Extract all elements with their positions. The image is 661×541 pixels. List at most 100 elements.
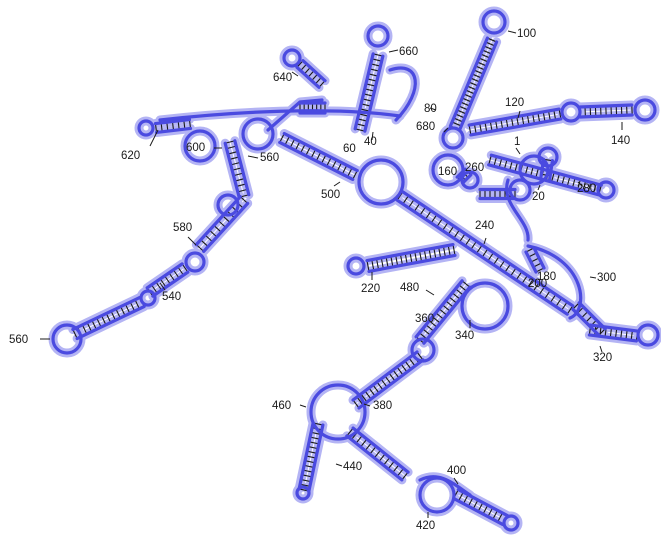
helix-280-pair [592,183,597,194]
label-600: 600 [186,142,205,154]
helix-180-pair [447,225,455,235]
helix-440-pair [306,450,318,454]
helix-180-pair [527,278,534,288]
helix-400-strand-b [351,426,410,474]
helix-500-pair [289,138,296,148]
helix-380-pair [368,387,376,397]
helix-580b-pair [151,284,158,294]
helix-120-pair [495,120,498,131]
helix-580-pair [213,225,222,233]
tick-480 [425,289,435,296]
label-60: 60 [343,143,356,155]
helix-100-pair [470,77,481,83]
helix-560-pair [81,324,88,335]
helix-580-pair [217,220,227,228]
helix-600-pair [232,167,242,171]
helix-560-pair [129,301,136,312]
helix-220-pair [366,260,370,272]
label-300: 300 [597,272,616,284]
helix-440-pair [305,455,317,459]
helix-580-pair [195,244,205,252]
tick-500 [333,181,341,187]
helix-660-strand-b [353,52,375,131]
helix-220-pair [371,259,375,271]
tick-120 [517,110,521,119]
helix-560-pair [105,313,112,323]
helix-400-pair [392,464,400,473]
helix-180b-strand-b [524,250,538,274]
label-240: 240 [475,220,494,232]
helix-580b-pair [181,263,189,273]
helix-660-strand-a [363,54,385,133]
helix-100-pair [468,81,479,87]
helix-500-strand-a [278,140,355,182]
helix-580b-pair [159,278,167,288]
helix-120-pair [526,114,530,125]
helix-580b-strand-b [151,270,190,298]
label-400: 400 [447,465,466,477]
helix-480-pair [442,304,451,312]
helix-100-pair [473,69,484,75]
tick-660 [388,49,399,53]
loop-460 [309,383,367,441]
helix-220-pair [442,246,446,258]
helix-420-pair [458,491,464,502]
label-460: 460 [272,400,291,412]
helix-660-pair [367,78,377,82]
helix-120-pair [532,113,535,124]
helix-580b-strand-a [145,262,184,290]
helix-220-pair [423,249,427,261]
tick-20 [537,184,541,191]
loop-640-bulge [388,66,417,122]
label-260: 260 [465,162,484,174]
tick-40 [371,131,374,141]
helix-440-pair [300,478,312,483]
helix-600-strand-b [233,139,251,197]
label-80: 80 [424,103,437,115]
helix-100-strand-a [458,40,499,132]
tick-620 [149,129,159,147]
helix-480-pair [461,280,471,288]
helix-280-pair [530,166,534,177]
helix-220-pair [390,256,394,268]
helix-480-pair [438,308,448,316]
helix-660-pair [356,123,367,127]
helix-120-pair [479,123,483,134]
helix-180-pair [561,301,568,311]
helix-100-pair [485,41,496,47]
helix-480-pair [432,316,441,324]
helix-500-pair [331,159,337,170]
helix-300-strand-b [577,301,607,331]
tick-520 [247,155,259,159]
helix-420-pair [497,512,503,523]
helix-400-strand-a [345,434,404,482]
helix-180-pair [413,202,421,212]
helix-380-pair [392,369,400,379]
label-580: 580 [173,222,192,234]
helix-180-pair [549,294,557,304]
helix-180-pair [521,275,528,285]
helix-300-strand-a [571,307,601,337]
helix-280-pair [493,156,498,167]
helix-480-pair [435,312,444,320]
helix-500-pair [300,143,306,154]
helix-120-pair [468,124,472,136]
helix-100-pair [461,97,472,103]
label-20: 20 [532,191,545,203]
helix-320-pair [614,328,618,339]
helix-260a-strand-a [461,173,473,185]
helix-380-pair [388,372,396,382]
helix-280-pair [503,159,508,170]
hairpin-280 [596,180,616,200]
helix-380-pair [356,396,364,406]
helix-280-pair [561,175,566,185]
label-680: 680 [416,121,435,133]
helix-500-strand-b [282,131,359,173]
helix-120-pair [558,108,562,120]
helix-560-pair [86,322,93,332]
helix-660-pair [368,73,379,77]
helix-660-pair [365,83,376,87]
helix-220-pair [380,257,384,269]
helix-480-pair [458,284,467,292]
